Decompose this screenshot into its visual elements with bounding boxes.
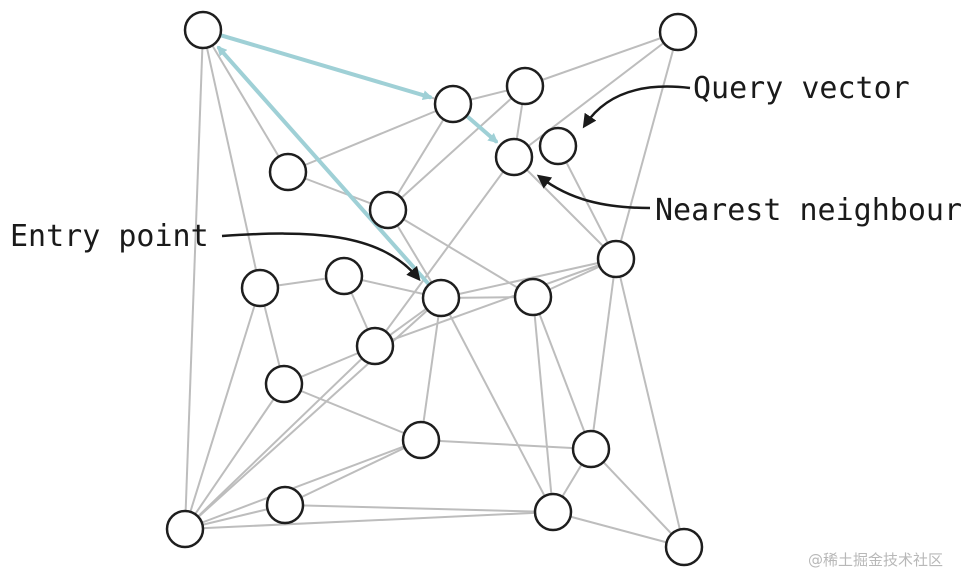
graph-node [165, 509, 205, 549]
query-vector-label: Query vector [693, 71, 910, 106]
graph-edge [374, 156, 515, 347]
graph-edge [184, 439, 422, 530]
graph-edge [532, 296, 592, 450]
graph-edge [557, 145, 617, 260]
entry-point-label: Entry point [10, 219, 209, 254]
graph-node [505, 66, 545, 106]
graph-edge [184, 511, 554, 530]
graph-edge [513, 156, 617, 260]
graph-edge [284, 504, 554, 513]
graph-node [513, 277, 553, 317]
graph-edge [387, 85, 526, 211]
graph-edge [387, 103, 454, 211]
graph-edge [184, 29, 204, 530]
graph-node [664, 527, 704, 567]
graph-edge [387, 209, 534, 298]
graph-edge [420, 297, 442, 441]
graph-edge [184, 287, 261, 530]
graph-edge [184, 345, 376, 530]
graph-node [268, 152, 308, 192]
query-vector-arrow [582, 85, 691, 129]
query-node [538, 126, 578, 166]
graph-node [368, 190, 408, 230]
graph-edge [513, 31, 679, 158]
graph-node [240, 268, 280, 308]
graph-node [401, 420, 441, 460]
graph-node [596, 239, 636, 279]
graph-edge [374, 258, 617, 347]
graph-node [324, 256, 364, 296]
graph-node [355, 326, 395, 366]
graph-edge [590, 448, 685, 548]
entry-point-arrow [221, 232, 421, 282]
graph-node [265, 485, 305, 525]
graph-node [533, 492, 573, 532]
graph-edge [524, 31, 679, 87]
nearest-neighbour-label: Nearest neighbour [655, 193, 962, 228]
graph-edge [202, 29, 261, 289]
nearest-neighbour-arrow [536, 174, 651, 210]
nearest-node [494, 137, 534, 177]
graph-edge [590, 258, 617, 450]
graph-edge [532, 296, 554, 513]
graph-edge [440, 297, 554, 513]
graph-node [571, 429, 611, 469]
graph-edge [284, 439, 422, 506]
visited-node [183, 10, 223, 50]
graph-edge [615, 258, 685, 548]
graph-edge [552, 511, 685, 548]
search-path-step [466, 115, 499, 144]
entry-node [421, 278, 461, 318]
visited-node [433, 84, 473, 124]
graph-edge [287, 103, 454, 173]
graph-edge [184, 383, 285, 530]
search-path [216, 33, 499, 286]
graph-edge [184, 297, 442, 530]
watermark: @稀土掘金技术社区 [808, 551, 943, 569]
graph-node [658, 12, 698, 52]
graph-edge [615, 31, 679, 260]
search-path-step [216, 45, 430, 286]
graph-edge [283, 383, 422, 441]
graph-node [264, 364, 304, 404]
search-path-step [220, 33, 433, 100]
graph-nodes [165, 10, 704, 567]
graph-edge [420, 439, 592, 450]
annotation-arrows [221, 85, 691, 282]
